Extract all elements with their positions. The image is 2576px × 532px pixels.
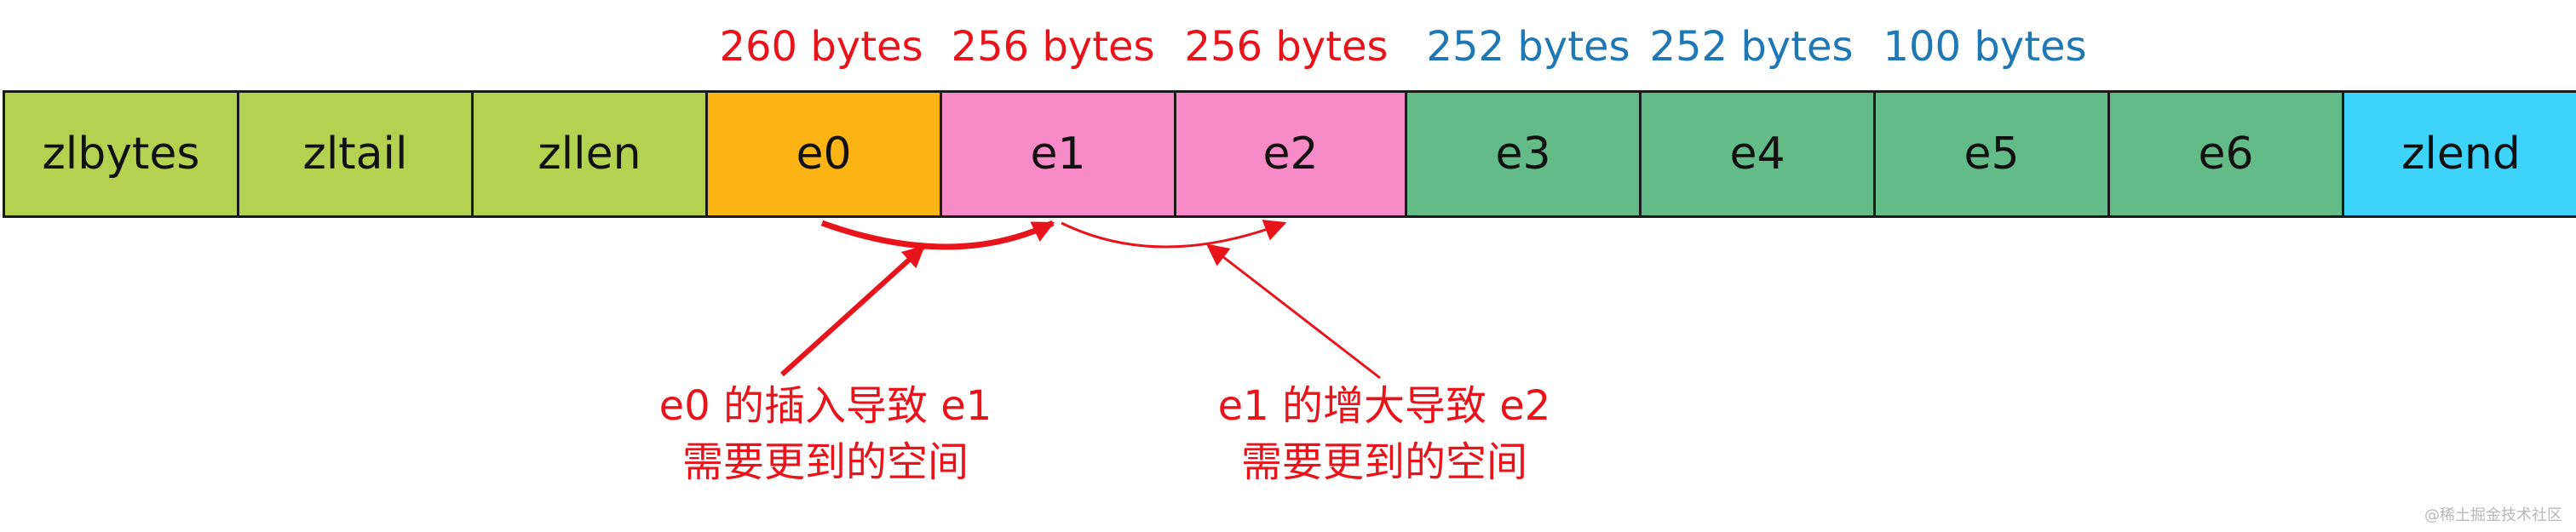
cell-e3: e3: [1405, 90, 1642, 218]
size-label-e3: 252 bytes: [1426, 23, 1630, 71]
cell-e2: e2: [1174, 90, 1407, 218]
note-e0-insert: e0 的插入导致 e1 需要更到的空间: [641, 378, 1010, 490]
size-label-e5: 100 bytes: [1883, 23, 2087, 71]
cell-zlbytes: zlbytes: [3, 90, 239, 218]
note-e0-line1: e0 的插入导致 e1: [658, 382, 992, 430]
cell-e1: e1: [940, 90, 1176, 218]
cell-zllen: zllen: [471, 90, 708, 218]
watermark: @稀土掘金技术社区: [2424, 506, 2562, 524]
ziplist-row: zlbytes zltail zllen e0 e1 e2 e3 e4 e5 e…: [3, 90, 2576, 218]
cell-e5: e5: [1873, 90, 2110, 218]
pointer-left-note: [779, 244, 926, 377]
note-e1-line2: 需要更到的空间: [1240, 438, 1527, 486]
size-label-e1: 256 bytes: [951, 23, 1155, 71]
size-label-e4: 252 bytes: [1649, 23, 1854, 71]
cell-e0: e0: [705, 90, 942, 218]
cell-e4: e4: [1639, 90, 1876, 218]
note-e1-line1: e1 的增大导致 e2: [1217, 382, 1551, 430]
arrow-e0-to-e1: [820, 220, 1055, 250]
cell-zlend: zlend: [2342, 90, 2576, 218]
note-e1-grow: e1 的增大导致 e2 需要更到的空间: [1199, 378, 1569, 490]
note-e0-line2: 需要更到的空间: [681, 438, 969, 486]
size-label-e2: 256 bytes: [1184, 23, 1389, 71]
size-label-e0: 260 bytes: [719, 23, 923, 71]
pointer-right-note: [1205, 243, 1381, 380]
arrow-e1-to-e2: [1061, 220, 1287, 249]
